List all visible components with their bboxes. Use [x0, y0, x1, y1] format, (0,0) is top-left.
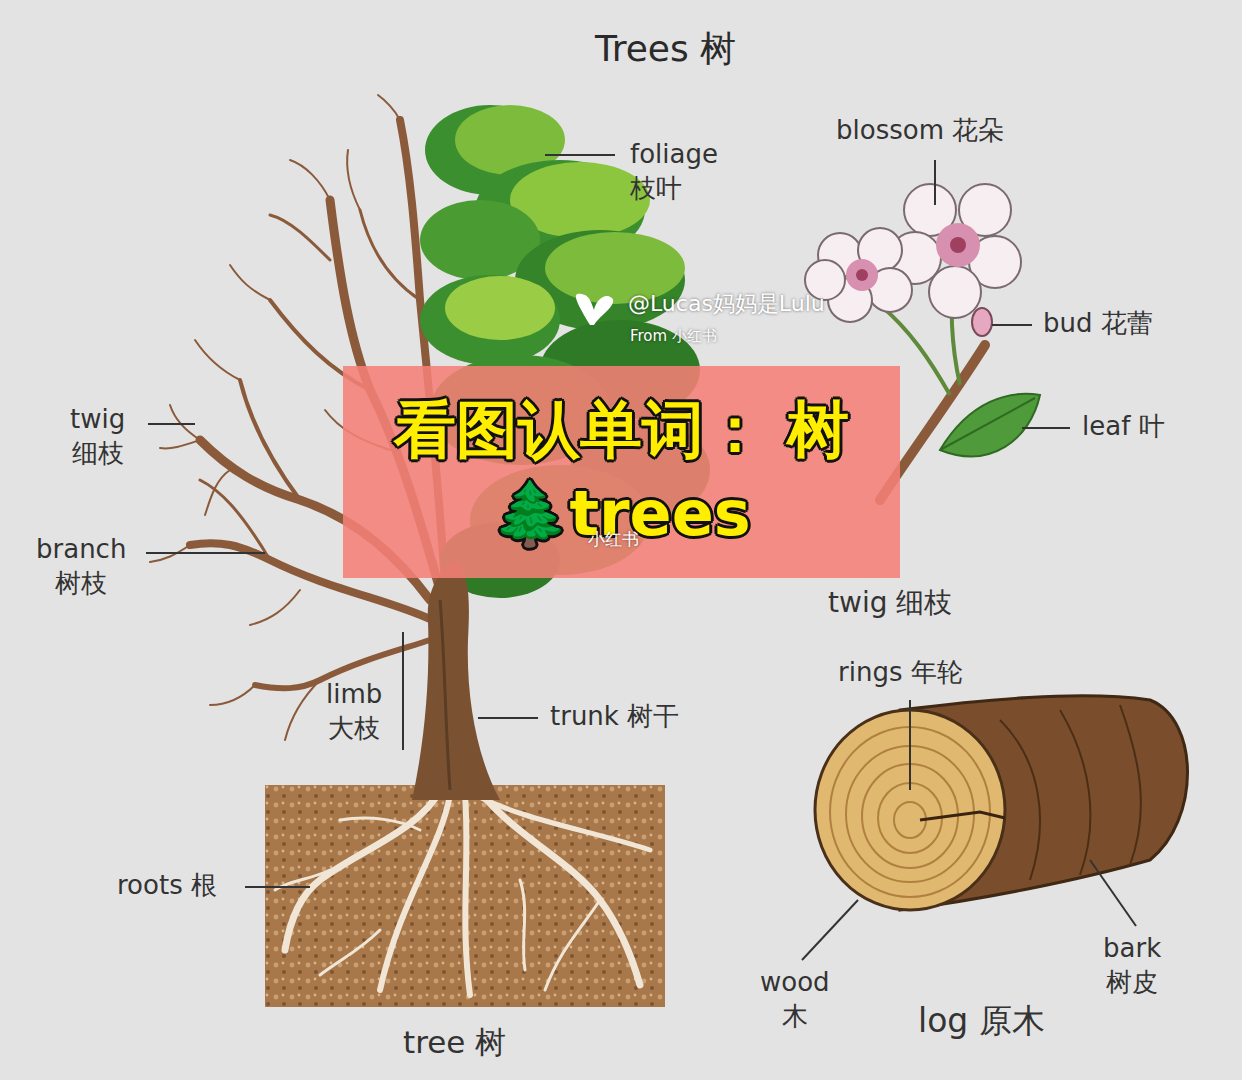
part-label: wood 木: [760, 966, 830, 1034]
part-label: bud 花蕾: [1043, 307, 1153, 341]
part-label: rings 年轮: [838, 656, 963, 690]
trunk: [412, 560, 500, 800]
part-label: branch 树枝: [36, 533, 126, 601]
watermark-logo: [576, 294, 613, 325]
watermark-source: From 小红书: [630, 327, 717, 347]
part-label: bark 树皮: [1103, 932, 1161, 1000]
part-label: twig 细枝: [70, 403, 125, 471]
figure-caption: log 原木: [918, 1000, 1045, 1043]
figure-caption: tree 树: [403, 1022, 506, 1062]
watermark: @Lucas妈妈是Lulu: [628, 290, 825, 319]
soil: [265, 785, 665, 1007]
log: [815, 696, 1188, 910]
leader-lines: [146, 155, 1136, 960]
part-label: leaf 叶: [1082, 410, 1165, 444]
part-label: trunk 树干: [550, 700, 679, 734]
part-label: limb 大枝: [326, 678, 382, 746]
part-label: twig 细枝: [828, 585, 952, 621]
part-label: roots 根: [117, 869, 217, 903]
diagram-title: Trees 树: [595, 26, 736, 73]
part-label: foliage 枝叶: [630, 138, 718, 206]
watermark: 小红书: [588, 528, 639, 550]
trunk-bark-line: [440, 600, 450, 790]
roots: [275, 790, 650, 995]
part-label: blossom 花朵: [836, 114, 1004, 148]
